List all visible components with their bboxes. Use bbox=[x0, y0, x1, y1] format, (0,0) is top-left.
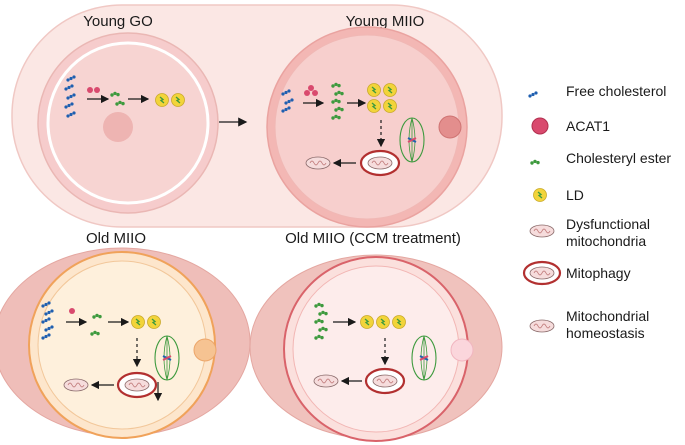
svg-text:Mitochondrial: Mitochondrial bbox=[566, 308, 649, 324]
svg-text:mitochondria: mitochondria bbox=[566, 233, 646, 249]
young-go-oocyte bbox=[37, 32, 219, 214]
old-miio-title: Old MIIO bbox=[86, 230, 146, 247]
healthy-mitochondria-icon bbox=[529, 319, 555, 333]
free-cholesterol-icon bbox=[528, 91, 538, 98]
svg-text:ACAT1: ACAT1 bbox=[566, 118, 610, 134]
legend: Free cholesterol ACAT1 Cholesteryl ester… bbox=[522, 83, 671, 341]
legend-mitophagy: Mitophagy bbox=[522, 260, 631, 286]
old-miio-ccm-title: Old MIIO (CCM treatment) bbox=[285, 230, 461, 247]
lipid-droplet-icon bbox=[532, 187, 548, 203]
legend-dysfunctional-mitochondria: Dysfunctional mitochondria bbox=[529, 216, 650, 249]
young-miio-oocyte bbox=[266, 26, 468, 228]
legend-mitochondrial-homeostasis: Mitochondrial homeostasis bbox=[529, 308, 649, 341]
nucleus-icon bbox=[103, 112, 133, 142]
acat1-icon bbox=[531, 117, 549, 135]
legend-acat1: ACAT1 bbox=[531, 117, 610, 135]
svg-text:Dysfunctional: Dysfunctional bbox=[566, 216, 650, 232]
svg-text:Cholesteryl ester: Cholesteryl ester bbox=[566, 150, 671, 166]
old-miio-ccm-panel: Old MIIO (CCM treatment) bbox=[249, 230, 503, 442]
svg-text:homeostasis: homeostasis bbox=[566, 325, 645, 341]
legend-cholesteryl-ester: Cholesteryl ester bbox=[530, 150, 671, 166]
young-miio-title: Young MIIO bbox=[346, 13, 425, 30]
top-panel: Young GO Young MIIO bbox=[11, 4, 503, 228]
legend-ld: LD bbox=[532, 187, 584, 203]
svg-text:Free cholesterol: Free cholesterol bbox=[566, 83, 666, 99]
polar-body-icon bbox=[438, 115, 462, 139]
cholesteryl-ester-icon bbox=[530, 159, 540, 165]
young-go-title: Young GO bbox=[83, 13, 153, 30]
mitochondria-icon bbox=[305, 156, 331, 170]
old-miio-panel: Old MIIO bbox=[0, 230, 251, 439]
svg-text:LD: LD bbox=[566, 187, 584, 203]
lipid-droplet-icon bbox=[154, 92, 170, 108]
polar-body-icon bbox=[450, 338, 474, 362]
polar-body-icon bbox=[193, 338, 217, 362]
legend-free-cholesterol: Free cholesterol bbox=[528, 83, 666, 99]
mitochondria-icon bbox=[529, 224, 555, 238]
acat1-icon bbox=[87, 87, 93, 93]
svg-text:Mitophagy: Mitophagy bbox=[566, 265, 631, 281]
